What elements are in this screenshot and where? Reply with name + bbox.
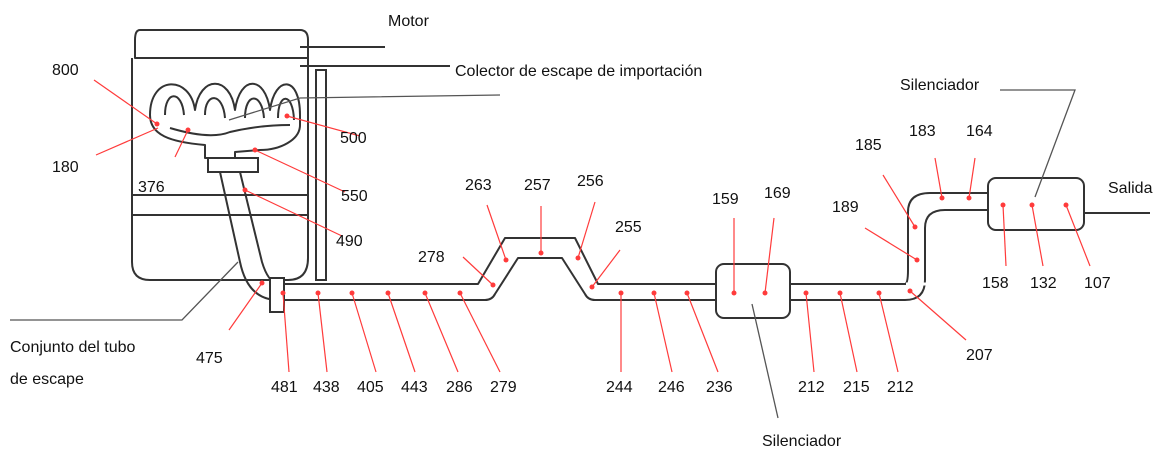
- label-silenciador-top: Silenciador: [900, 77, 980, 94]
- temp-label: 244: [606, 379, 633, 396]
- temp-label: 212: [887, 379, 914, 396]
- temp-label: 257: [524, 177, 551, 194]
- temp-label: 438: [313, 379, 340, 396]
- label-colector: Colector de escape de importación: [455, 63, 702, 80]
- temp-label: 183: [909, 123, 936, 140]
- temp-label: 481: [271, 379, 298, 396]
- temp-label: 212: [798, 379, 825, 396]
- temp-label: 164: [966, 123, 993, 140]
- temp-label: 255: [615, 219, 642, 236]
- temp-label: 256: [577, 173, 604, 190]
- temp-label: 132: [1030, 275, 1057, 292]
- temp-label: 207: [966, 347, 993, 364]
- temp-label: 185: [855, 137, 882, 154]
- temp-label: 443: [401, 379, 428, 396]
- temp-label: 475: [196, 350, 223, 367]
- temp-label: 550: [341, 188, 368, 205]
- label-conjunto-line2: de escape: [10, 371, 84, 388]
- engine-block: [131, 29, 450, 281]
- temp-label: 246: [658, 379, 685, 396]
- temp-label: 159: [712, 191, 739, 208]
- temp-label: 286: [446, 379, 473, 396]
- sensor-dots: [154, 113, 1069, 296]
- temp-label: 180: [52, 159, 79, 176]
- sensor-leaders: [93, 79, 1091, 373]
- temp-label: 800: [52, 62, 79, 79]
- temp-label: 215: [843, 379, 870, 396]
- exhaust-manifold: [149, 82, 301, 173]
- temp-label: 107: [1084, 275, 1111, 292]
- temp-label: 236: [706, 379, 733, 396]
- label-conjunto-line1: Conjunto del tubo: [10, 339, 136, 356]
- temp-label: 490: [336, 233, 363, 250]
- label-motor: Motor: [388, 13, 430, 30]
- temp-label: 169: [764, 185, 791, 202]
- temp-label: 500: [340, 130, 367, 147]
- label-silenciador-bottom: Silenciador: [762, 433, 842, 450]
- temp-label: 189: [832, 199, 859, 216]
- temp-label: 263: [465, 177, 492, 194]
- temp-label: 278: [418, 249, 445, 266]
- label-salida: Salida: [1108, 180, 1153, 197]
- exhaust-pipe: [269, 177, 1150, 319]
- temp-label: 405: [357, 379, 384, 396]
- temp-label: 376: [138, 179, 165, 196]
- temperature-labels: 800 180 376 500 550 490 475 481 438 405 …: [52, 62, 1111, 396]
- temp-label: 279: [490, 379, 517, 396]
- temp-label: 158: [982, 275, 1009, 292]
